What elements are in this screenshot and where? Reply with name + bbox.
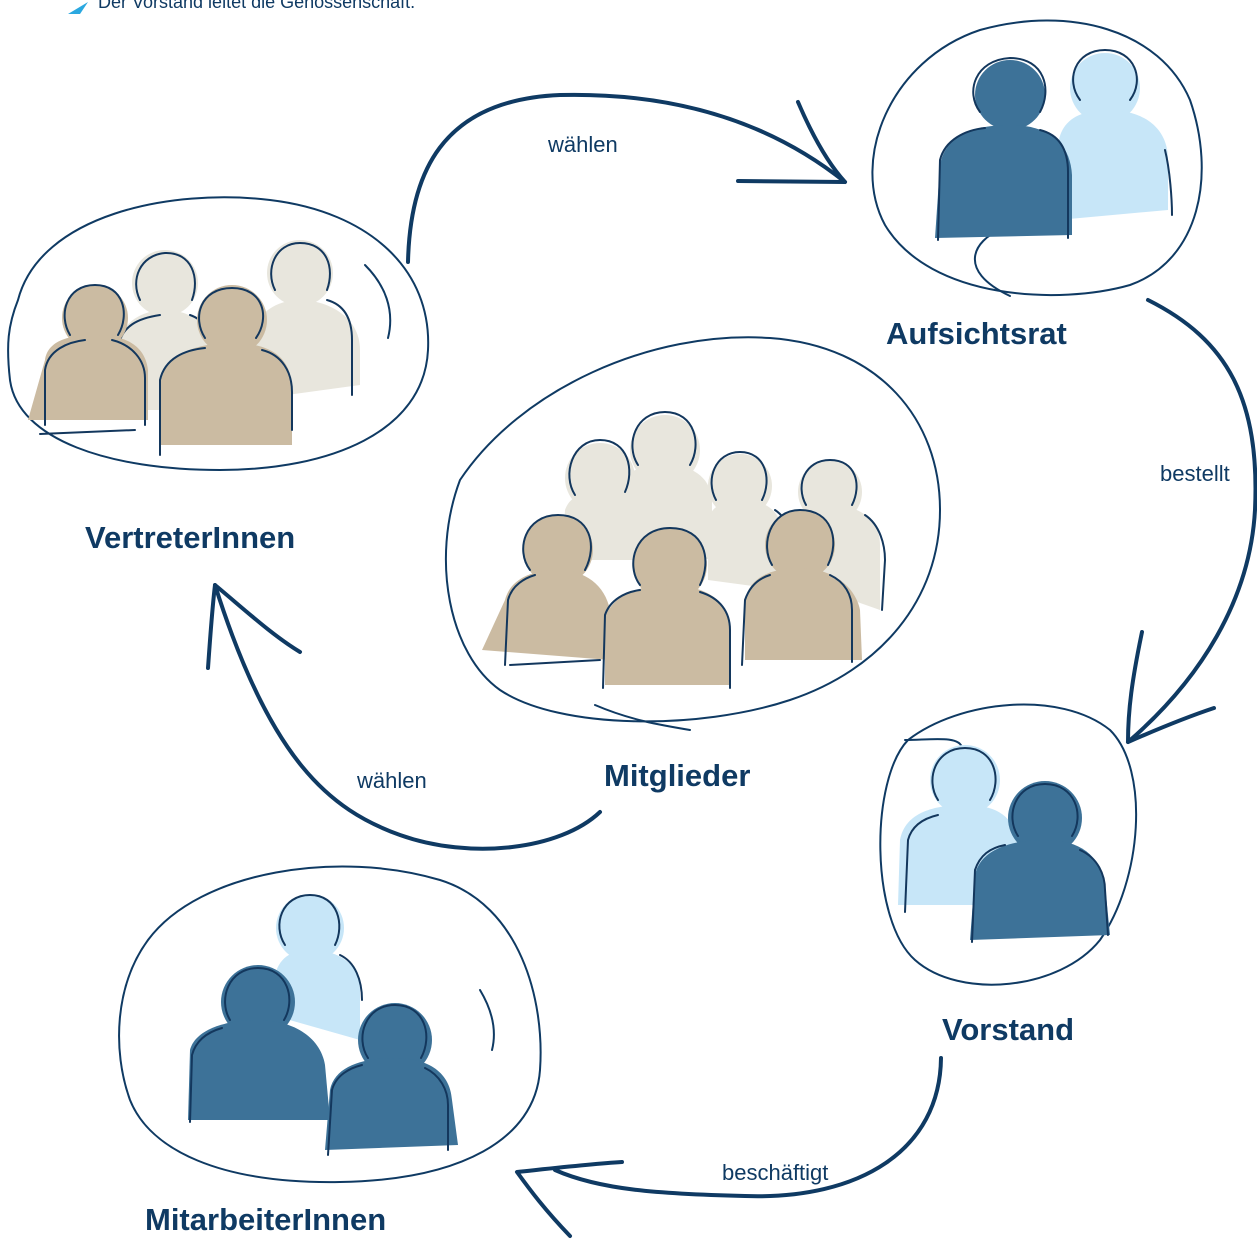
group-vorstand: Vorstand bbox=[879, 703, 1138, 1047]
person-icon bbox=[741, 509, 862, 666]
relation-label: beschäftigt bbox=[722, 1160, 828, 1185]
relation-label: wählen bbox=[547, 132, 618, 157]
person-icon bbox=[1058, 49, 1173, 220]
group-aufsichtsrat: Aufsichtsrat bbox=[871, 19, 1203, 351]
person-icon bbox=[272, 894, 363, 1040]
person-icon bbox=[970, 781, 1110, 943]
person-icon bbox=[188, 965, 330, 1123]
relation-vorstand-mitarbeiter: beschäftigt bbox=[515, 1056, 943, 1238]
group-label: VertreterInnen bbox=[85, 520, 295, 555]
caption: Der Vorstand leitet die Genossenschaft. bbox=[68, 0, 415, 14]
relation-mitglieder-vertreter: wählen bbox=[206, 583, 602, 851]
person-icon bbox=[602, 527, 731, 689]
caption-text: Der Vorstand leitet die Genossenschaft. bbox=[98, 0, 415, 12]
group-mitarbeiterinnen: MitarbeiterInnen bbox=[118, 865, 542, 1237]
relation-label: bestellt bbox=[1160, 461, 1230, 486]
person-icon bbox=[708, 451, 796, 590]
group-label: Mitglieder bbox=[604, 758, 750, 793]
person-icon bbox=[325, 1003, 458, 1156]
group-label: Vorstand bbox=[942, 1012, 1074, 1047]
group-mitglieder: Mitglieder bbox=[444, 336, 941, 793]
group-label: Aufsichtsrat bbox=[886, 316, 1067, 351]
relation-label: wählen bbox=[356, 768, 427, 793]
person-icon bbox=[482, 514, 610, 666]
relation-vertreter-aufsichtsrat: wählen bbox=[406, 92, 847, 264]
person-icon bbox=[28, 284, 148, 426]
person-icon bbox=[935, 57, 1072, 241]
group-label: MitarbeiterInnen bbox=[145, 1202, 386, 1237]
person-icon bbox=[159, 285, 293, 456]
caption-marker-icon bbox=[68, 2, 88, 14]
group-vertreterinnen: VertreterInnen bbox=[7, 196, 430, 555]
relation-aufsichtsrat-vorstand: bestellt bbox=[1126, 298, 1257, 744]
